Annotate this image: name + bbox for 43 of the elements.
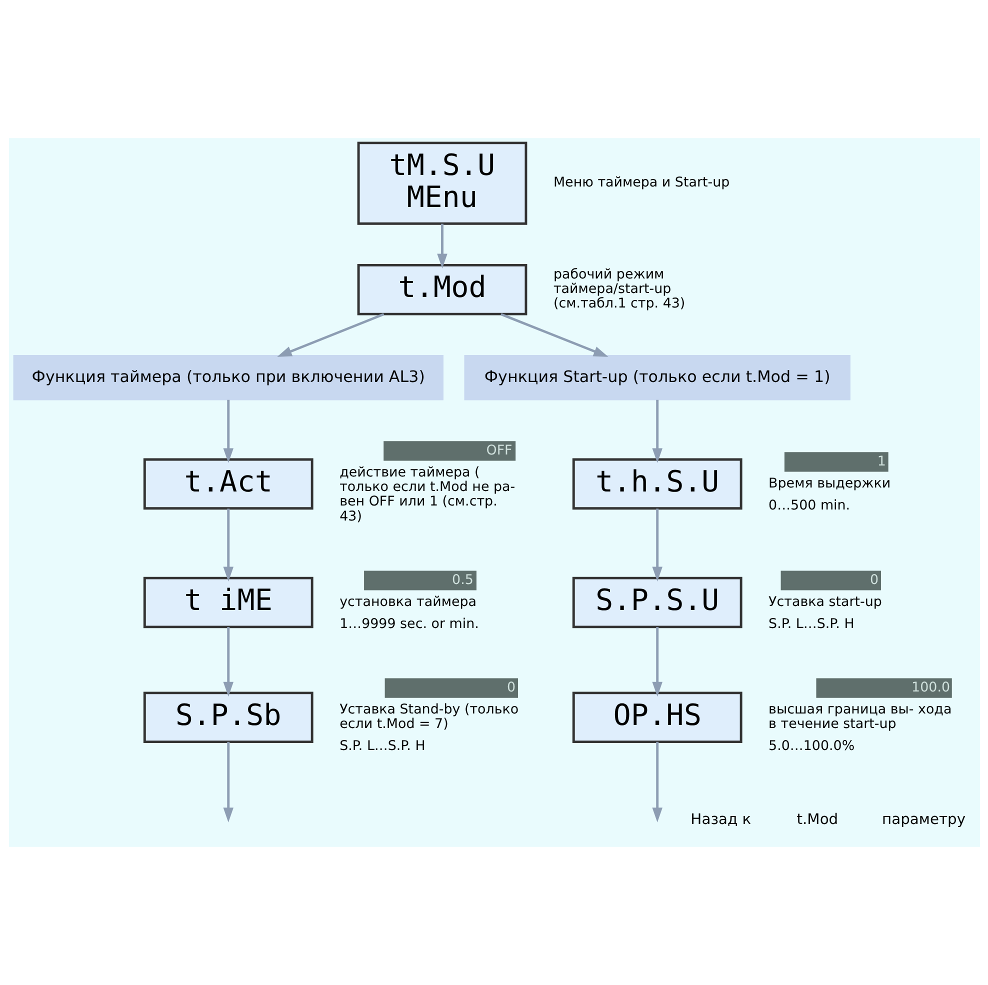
node-label: S.P. L…S.P. H [768,616,854,632]
node-box: t.h.S.U [572,458,742,510]
node-box: t.Act [142,458,313,510]
node-label: 0 [870,572,878,588]
arrow [652,742,662,822]
arrow [222,400,234,463]
arrow [222,742,234,822]
arrow [652,627,662,697]
node-box: Функция таймера (только при включении AL3) [12,355,443,400]
node-label: Уставка start-up [768,594,882,610]
node-label: Время выдержки [768,476,890,492]
node-label: OFF [486,443,512,458]
arrow [276,313,384,357]
label: t.Mod [796,810,838,828]
node-box: tM.S.U MEnu [356,142,527,225]
arrow [222,627,234,697]
node-label: 0.5 [452,572,473,588]
node-box: S.P.S.U [572,576,742,628]
node-label: Уставка Stand-by (только если t.Mod = 7) [339,702,518,732]
node-box: S.P.Sb [142,692,313,744]
node-label: 100.0 [911,680,950,696]
node-label: S.P. L…S.P. H [339,739,425,754]
node-label: высшая граница вы- хода в течение start-up [768,702,952,732]
node-label: Меню таймера и Start-up [552,176,730,191]
node-box: Функция Start-up (только если t.Mod = 1) [464,355,850,400]
arrow [222,508,234,582]
arrow [652,400,662,463]
label: Назад к [690,810,751,828]
arrow [436,224,447,268]
arrow [500,313,608,357]
node-label: установка таймера [339,594,476,610]
node-label: действие таймера ( только если t.Mod не ра- вен OFF или 1 (см.стр. 43) [339,465,515,524]
node-label: рабочий режим таймера/start-up (см.табл.1 стр. 43) [552,267,685,312]
node-label: 5.0…100.0% [768,739,854,754]
node-label: 0…500 min. [768,498,850,514]
arrow [652,508,662,582]
node-label: 1 [876,454,886,470]
node-label: 0 [506,680,516,696]
node-box: OP.HS [572,692,742,744]
label: параметру [882,810,965,828]
node-label: 1…9999 sec. or min. [339,616,478,632]
node-box: t.Mod [356,264,527,316]
node-box: t iME [142,576,313,628]
